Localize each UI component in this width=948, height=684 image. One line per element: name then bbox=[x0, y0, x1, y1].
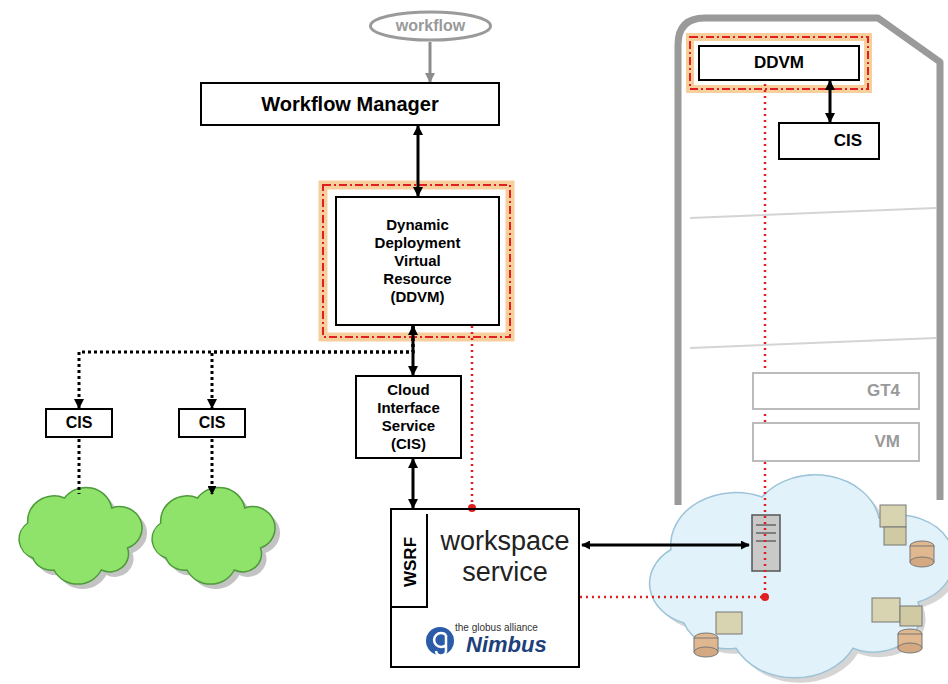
cloud-link bbox=[79, 439, 212, 494]
node-text: Workflow Manager bbox=[261, 93, 438, 116]
start-ellipse: workflow bbox=[368, 10, 493, 42]
node-text: workflow bbox=[396, 17, 465, 35]
node-text: Dynamic Deployment Virtual Resource (DDV… bbox=[367, 216, 468, 306]
flow-arrow bbox=[417, 126, 420, 196]
logo-text: the globus alliance bbox=[455, 622, 538, 633]
ellipse-shape bbox=[371, 12, 491, 40]
globus-logo bbox=[426, 627, 454, 656]
process-box: CIS bbox=[178, 408, 246, 438]
process-box: DDVM bbox=[698, 45, 860, 81]
connector-group bbox=[413, 459, 414, 508]
highlight-frame bbox=[690, 37, 868, 89]
node-text: CIS bbox=[199, 414, 226, 432]
flow-arrow bbox=[829, 81, 832, 122]
node-text: CIS bbox=[66, 414, 93, 432]
connector-group bbox=[830, 81, 831, 122]
flow-arrow bbox=[412, 326, 415, 375]
connector-group bbox=[418, 126, 419, 196]
control-dot bbox=[761, 593, 769, 601]
layer-box: VM bbox=[752, 422, 920, 462]
deploy-link bbox=[582, 544, 749, 547]
process-box: Workflow Manager bbox=[200, 82, 500, 126]
connector-group bbox=[430, 42, 431, 82]
flow-arrow bbox=[412, 459, 415, 508]
node-text: workspace service bbox=[436, 526, 574, 588]
cloud bbox=[152, 487, 275, 584]
node-text: Cloud Interface Service (CIS) bbox=[367, 381, 450, 453]
housing-detail bbox=[690, 208, 936, 348]
server-icons bbox=[694, 505, 934, 657]
control-line bbox=[471, 326, 474, 508]
cloud bbox=[650, 475, 948, 678]
highlight-frame bbox=[323, 185, 510, 337]
server-housing bbox=[678, 18, 940, 505]
highlight-frame bbox=[690, 37, 868, 89]
process-box: CIS bbox=[45, 408, 113, 438]
process-box: Cloud Interface Service (CIS) bbox=[355, 375, 462, 459]
node-text: WSRF bbox=[394, 518, 428, 606]
connector-group bbox=[413, 326, 414, 375]
node-text: CIS bbox=[834, 131, 862, 151]
process-box: CIS bbox=[778, 122, 880, 160]
highlight-frame bbox=[323, 185, 510, 337]
node-text: VM bbox=[875, 432, 901, 452]
control-path bbox=[580, 82, 765, 597]
cloud bbox=[19, 487, 142, 584]
flow-arrow bbox=[429, 42, 432, 82]
logo-text: Nimbus bbox=[466, 632, 547, 658]
node-text: GT4 bbox=[867, 381, 900, 401]
connector-group bbox=[468, 326, 476, 512]
process-box: Dynamic Deployment Virtual Resource (DDV… bbox=[335, 196, 500, 326]
layer-box: GT4 bbox=[752, 372, 920, 410]
node-text: DDVM bbox=[754, 53, 804, 73]
